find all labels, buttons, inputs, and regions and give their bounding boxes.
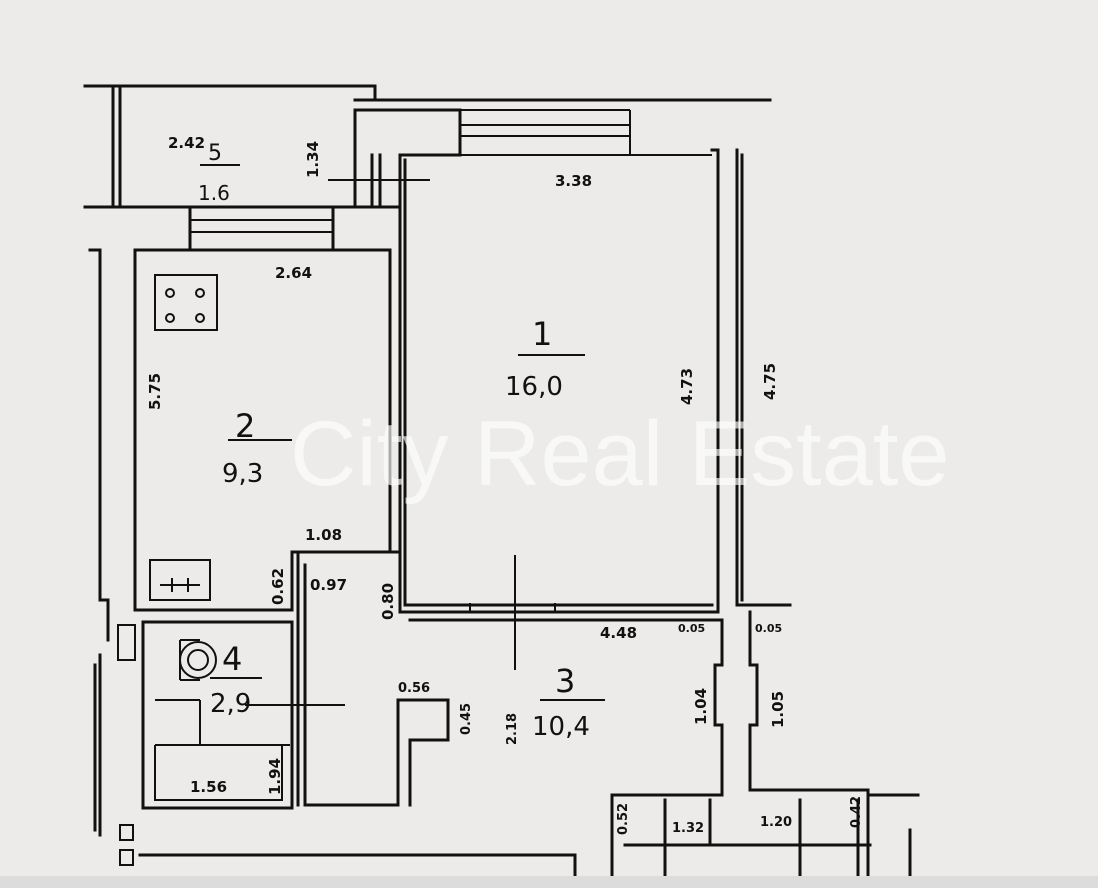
dim-kitchen-nook: 0.62: [269, 568, 287, 605]
dim-balcony-width: 2.42: [168, 134, 205, 152]
walls: [83, 84, 920, 882]
room-5-area: 1.6: [198, 181, 230, 205]
room-2-number: 2: [235, 407, 255, 445]
dim-bottom-c: 1.20: [760, 815, 792, 830]
dim-room1-width: 3.38: [555, 172, 592, 190]
dim-corridor-inner: 0.97: [310, 576, 347, 594]
room-5-number: 5: [208, 141, 222, 166]
dim-kitchen-depth: 5.75: [146, 373, 164, 410]
dim-bottom-d: 0.42: [849, 796, 864, 828]
dim-niche-width: 0.56: [398, 681, 430, 696]
dim-wall-a: 0.05: [678, 622, 705, 635]
dim-door-b: 1.05: [769, 691, 787, 728]
room-1-area: 16,0: [505, 372, 563, 402]
dim-corridor-top: 1.08: [305, 526, 342, 544]
dim-hall-width: 4.48: [600, 624, 637, 642]
bottom-strip: [0, 876, 1098, 888]
dim-outer-depth: 4.75: [761, 363, 779, 400]
dim-room1-depth: 4.73: [678, 368, 696, 405]
room-2-area: 9,3: [222, 459, 263, 489]
dim-door-a: 1.04: [692, 688, 710, 725]
dim-niche-depth: 0.45: [459, 703, 474, 735]
dim-bottom-a: 0.52: [616, 803, 631, 835]
dim-bath-depth: 1.94: [266, 758, 284, 795]
room-3-area: 10,4: [532, 712, 590, 742]
room-3-number: 3: [555, 662, 575, 700]
watermark: City Real Estate: [290, 403, 950, 505]
dim-wall-b: 0.05: [755, 622, 782, 635]
room-labels: 1 16,0 2 9,3 3 10,4 4 2,9 5 1.6: [198, 141, 590, 742]
dim-balcony-depth: 1.34: [304, 141, 322, 178]
room-1-number: 1: [532, 315, 552, 353]
dim-hall-depth: 2.18: [505, 713, 520, 745]
dim-corridor-side: 0.80: [379, 583, 397, 620]
dim-kitchen-width: 2.64: [275, 264, 312, 282]
dimension-labels: 2.42 1.34 3.38 4.73 4.75 2.64 5.75 1.08 …: [146, 134, 864, 836]
dim-bath-length: 1.56: [190, 778, 227, 796]
dim-bottom-b: 1.32: [672, 821, 704, 836]
room-4-area: 2,9: [210, 689, 251, 719]
room-4-number: 4: [222, 640, 242, 678]
